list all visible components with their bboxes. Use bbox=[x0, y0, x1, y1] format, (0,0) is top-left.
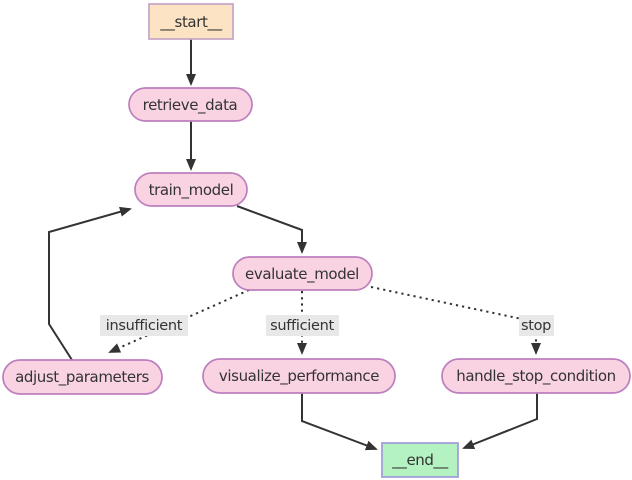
node-end-shape bbox=[381, 442, 459, 478]
node-visualize-performance-shape bbox=[202, 358, 396, 394]
node-handle-stop-condition: handle_stop_condition bbox=[441, 358, 631, 394]
edge-handle_stop_condition-end bbox=[462, 393, 538, 449]
node-visualize-performance-label: visualize_performance bbox=[219, 367, 379, 386]
node-evaluate-model-label: evaluate_model bbox=[245, 265, 359, 284]
node-train-model: train_model bbox=[134, 172, 248, 207]
edge-labels-layer: insufficient sufficient stop bbox=[100, 315, 554, 336]
edge-label-insufficient-text: insufficient bbox=[106, 318, 183, 334]
edge-adjust_parameters-train_model bbox=[48, 206, 132, 361]
edge-label-insufficient: insufficient bbox=[100, 315, 188, 336]
node-retrieve-data-label: retrieve_data bbox=[143, 96, 238, 115]
edge-label-stop-text: stop bbox=[521, 318, 551, 334]
node-start-label: __start__ bbox=[159, 13, 222, 32]
edge-evaluate_model-handle_stop_condition bbox=[370, 286, 541, 355]
node-adjust-parameters-label: adjust_parameters bbox=[15, 368, 149, 387]
node-handle-stop-condition-shape bbox=[441, 358, 631, 394]
edge-label-sufficient-text: sufficient bbox=[270, 318, 334, 334]
edge-label-stop-bg bbox=[519, 315, 554, 336]
node-end-label: __end__ bbox=[391, 451, 448, 470]
node-handle-stop-condition-label: handle_stop_condition bbox=[456, 367, 615, 386]
edge-train_model-evaluate_model bbox=[236, 205, 307, 254]
node-train-model-label: train_model bbox=[149, 181, 234, 200]
node-evaluate-model: evaluate_model bbox=[232, 256, 373, 291]
node-retrieve-data: retrieve_data bbox=[128, 87, 253, 122]
edge-label-sufficient: sufficient bbox=[266, 315, 339, 336]
edge-visualize_performance-end bbox=[301, 393, 378, 451]
node-adjust-parameters: adjust_parameters bbox=[2, 359, 163, 395]
edge-label-sufficient-bg bbox=[266, 315, 339, 336]
node-start-shape bbox=[148, 3, 234, 40]
node-evaluate-model-shape bbox=[232, 256, 373, 291]
node-start: __start__ bbox=[148, 3, 234, 40]
node-visualize-performance: visualize_performance bbox=[202, 358, 396, 394]
node-retrieve-data-shape bbox=[128, 87, 253, 122]
edge-label-stop: stop bbox=[519, 315, 554, 336]
node-end: __end__ bbox=[381, 442, 459, 478]
edge-label-insufficient-bg bbox=[100, 315, 188, 336]
nodes-layer: __start__ retrieve_data train_model eval… bbox=[2, 3, 631, 478]
node-adjust-parameters-shape bbox=[2, 359, 163, 395]
node-train-model-shape bbox=[134, 172, 248, 207]
